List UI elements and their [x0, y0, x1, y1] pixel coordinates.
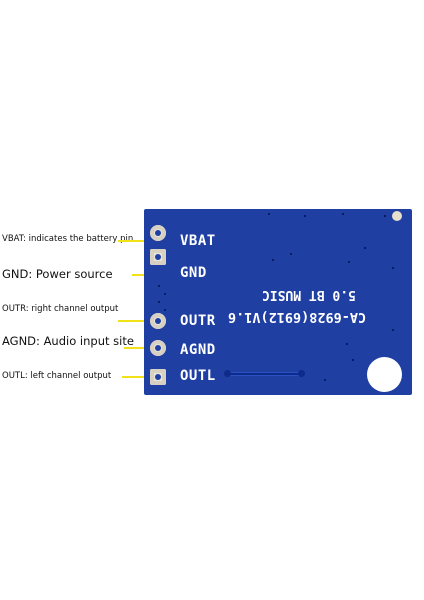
pad-outl — [150, 369, 166, 385]
pin-label-vbat: VBAT — [180, 233, 216, 249]
via — [290, 253, 292, 255]
via — [346, 343, 348, 345]
via — [272, 259, 274, 261]
pcb-trace-end-left — [224, 370, 231, 377]
via — [268, 213, 270, 215]
via — [384, 215, 386, 217]
via — [164, 309, 166, 311]
pin-label-outr: OUTR — [180, 313, 216, 329]
callout-vbat: VBAT: indicates the battery pin — [2, 234, 134, 244]
via — [352, 359, 354, 361]
via — [158, 285, 160, 287]
pad-vbat — [150, 225, 166, 241]
via — [164, 293, 166, 295]
mounting-hole — [367, 357, 402, 392]
via — [158, 301, 160, 303]
via — [342, 213, 344, 215]
callout-outl: OUTL: left channel output — [2, 371, 112, 381]
via — [304, 215, 306, 217]
pad-agnd — [150, 340, 166, 356]
pin-label-agnd: AGND — [180, 342, 216, 358]
via — [364, 247, 366, 249]
via — [348, 261, 350, 263]
pin-label-outl: OUTL — [180, 368, 216, 384]
pcb-trace — [228, 373, 302, 375]
pcb-trace-end-right — [298, 370, 305, 377]
via — [324, 379, 326, 381]
via — [392, 267, 394, 269]
pad-outr — [150, 313, 166, 329]
pad-gnd — [150, 249, 166, 265]
silkscreen-line-1: 5.0 BT MUSIC — [262, 287, 356, 302]
pin-label-gnd: GND — [180, 265, 207, 281]
callout-agnd: AGND: Audio input site — [2, 334, 134, 348]
via — [392, 329, 394, 331]
callout-outr: OUTR: right channel output — [2, 304, 119, 314]
silkscreen-line-2: CA-6928(6912)V1.6 — [228, 309, 367, 325]
bluetooth-module-board: VBAT GND OUTR AGND OUTL 5.0 BT MUSIC CA-… — [144, 209, 412, 395]
test-point — [392, 211, 402, 221]
callout-gnd: GND: Power source — [2, 267, 113, 281]
